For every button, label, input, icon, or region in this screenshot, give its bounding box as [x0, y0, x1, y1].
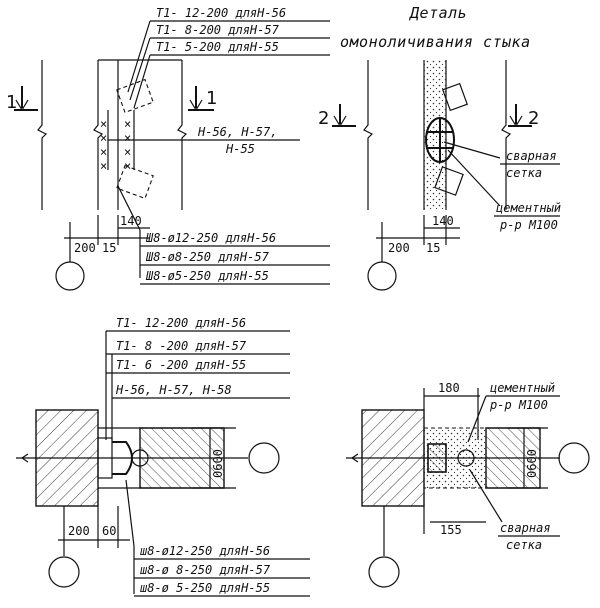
leader-line [127, 20, 151, 93]
section-mark-right: 1 [188, 86, 217, 112]
grid-axis-bubble [558, 442, 590, 474]
dim-15: 15 [102, 241, 116, 255]
grid-axis-bubble [367, 261, 397, 291]
callout-t1-6: T1- 6 -200 дляН-55 [116, 358, 246, 372]
callout-t1-12: T1- 12-200 дляН-56 [156, 6, 286, 20]
label-weld-mesh-2: сетка [506, 166, 542, 180]
label-weld-mesh-2: сетка [506, 538, 542, 552]
dim-200: 200 [68, 524, 90, 538]
leader-line [133, 54, 151, 109]
grid-axis-bubble [55, 261, 85, 291]
panel-label: Н-56, Н-57, Н-58 [115, 383, 232, 397]
dim-140: 140 [120, 214, 142, 228]
svg-text:×: × [100, 131, 107, 145]
dim-60: 60 [102, 524, 116, 538]
callout-t1-5: T1- 5-200 дляН-55 [156, 40, 279, 54]
wall-right [177, 60, 188, 210]
loop-rebar-bottom [116, 164, 154, 200]
grid-axis-bubble [368, 556, 400, 588]
mesh-callout-12: ш8-ø12-250 дляН-56 [140, 544, 270, 558]
svg-text:1: 1 [206, 88, 217, 109]
title-line-1: Деталь [408, 4, 467, 22]
leader-line [447, 149, 501, 207]
svg-text:2: 2 [318, 108, 329, 129]
wall-left [363, 60, 374, 210]
mesh-callout-8: ш8-ø 8-250 дляН-57 [140, 563, 271, 577]
loop-rebar-top [116, 78, 154, 114]
svg-text:×: × [100, 145, 107, 159]
leader-line [469, 469, 503, 523]
loop-rebar-top [442, 82, 468, 112]
panel-top-left: T1- 12-200 дляН-56 T1- 8-200 дляН-57 T1-… [6, 6, 330, 291]
dim-200: 200 [74, 241, 96, 255]
detail-title: Деталь омоноличивания стыка [340, 4, 531, 51]
svg-text:×: × [124, 131, 131, 145]
title-line-2: омоноличивания стыка [340, 33, 531, 51]
wall-left [37, 60, 48, 210]
mesh-callout-5: Ш8-ø5-250 дляН-55 [145, 269, 269, 283]
wall-right [501, 60, 512, 210]
grid-axis-bubble [248, 442, 280, 474]
svg-text:×: × [124, 145, 131, 159]
svg-text:×: × [124, 159, 131, 173]
mesh-callout-8: Ш8-ø8-250 дляН-57 [145, 250, 270, 264]
svg-text:1: 1 [6, 92, 17, 113]
dim-15: 15 [426, 241, 440, 255]
leader-line [129, 37, 151, 101]
label-cement-1: цементный [496, 201, 561, 215]
label-weld-mesh-1: сварная [500, 521, 551, 535]
callout-t1-8: T1- 8 -200 дляН-57 [116, 339, 247, 353]
loop-rebar-bottom [434, 166, 464, 196]
label-cement-2: р-р М100 [489, 398, 548, 412]
dim-vertical: 0600 [525, 449, 539, 478]
dim-155: 155 [440, 523, 462, 537]
section-mark-right: 2 [508, 104, 539, 129]
dim-180: 180 [438, 381, 460, 395]
callout-t1-8: T1- 8-200 дляН-57 [156, 23, 280, 37]
svg-text:×: × [124, 117, 131, 131]
mesh-callout-5: ш8-ø 5-250 дляН-55 [140, 581, 270, 595]
mesh-crosses: ×××× ×××× [100, 117, 131, 173]
panel-bottom-left: T1- 12-200 дляН-56 T1- 8 -200 дляН-57 T1… [16, 316, 310, 597]
dim-140: 140 [432, 214, 454, 228]
panel-top-right: 2 2 сварная сетка цементный р-р М100 140… [318, 60, 561, 291]
label-cement-2: р-р М100 [499, 218, 558, 232]
callout-t1-12: T1- 12-200 дляН-56 [116, 316, 246, 330]
svg-text:2: 2 [528, 108, 539, 129]
leader-line [117, 185, 141, 231]
mesh-callout-12: Ш8-ø12-250 дляН-56 [145, 231, 276, 245]
leader-line [443, 141, 501, 159]
dim-vertical: 0600 [211, 449, 225, 478]
svg-text:×: × [100, 159, 107, 173]
section-mark-left: 2 [318, 104, 356, 129]
dim-200: 200 [388, 241, 410, 255]
label-weld-mesh-1: сварная [506, 149, 557, 163]
panel-label-2: Н-55 [225, 142, 255, 156]
panel-bottom-right: 180 цементный р-р М100 0600 155 сварная … [346, 381, 590, 588]
grid-axis-bubble [48, 556, 80, 588]
leader-line [125, 479, 135, 547]
panel-label-1: Н-56, Н-57, [197, 125, 277, 139]
label-cement-1: цементный [490, 381, 555, 395]
svg-text:×: × [100, 117, 107, 131]
wall-left-inner [93, 60, 104, 210]
section-mark-left: 1 [6, 86, 38, 113]
